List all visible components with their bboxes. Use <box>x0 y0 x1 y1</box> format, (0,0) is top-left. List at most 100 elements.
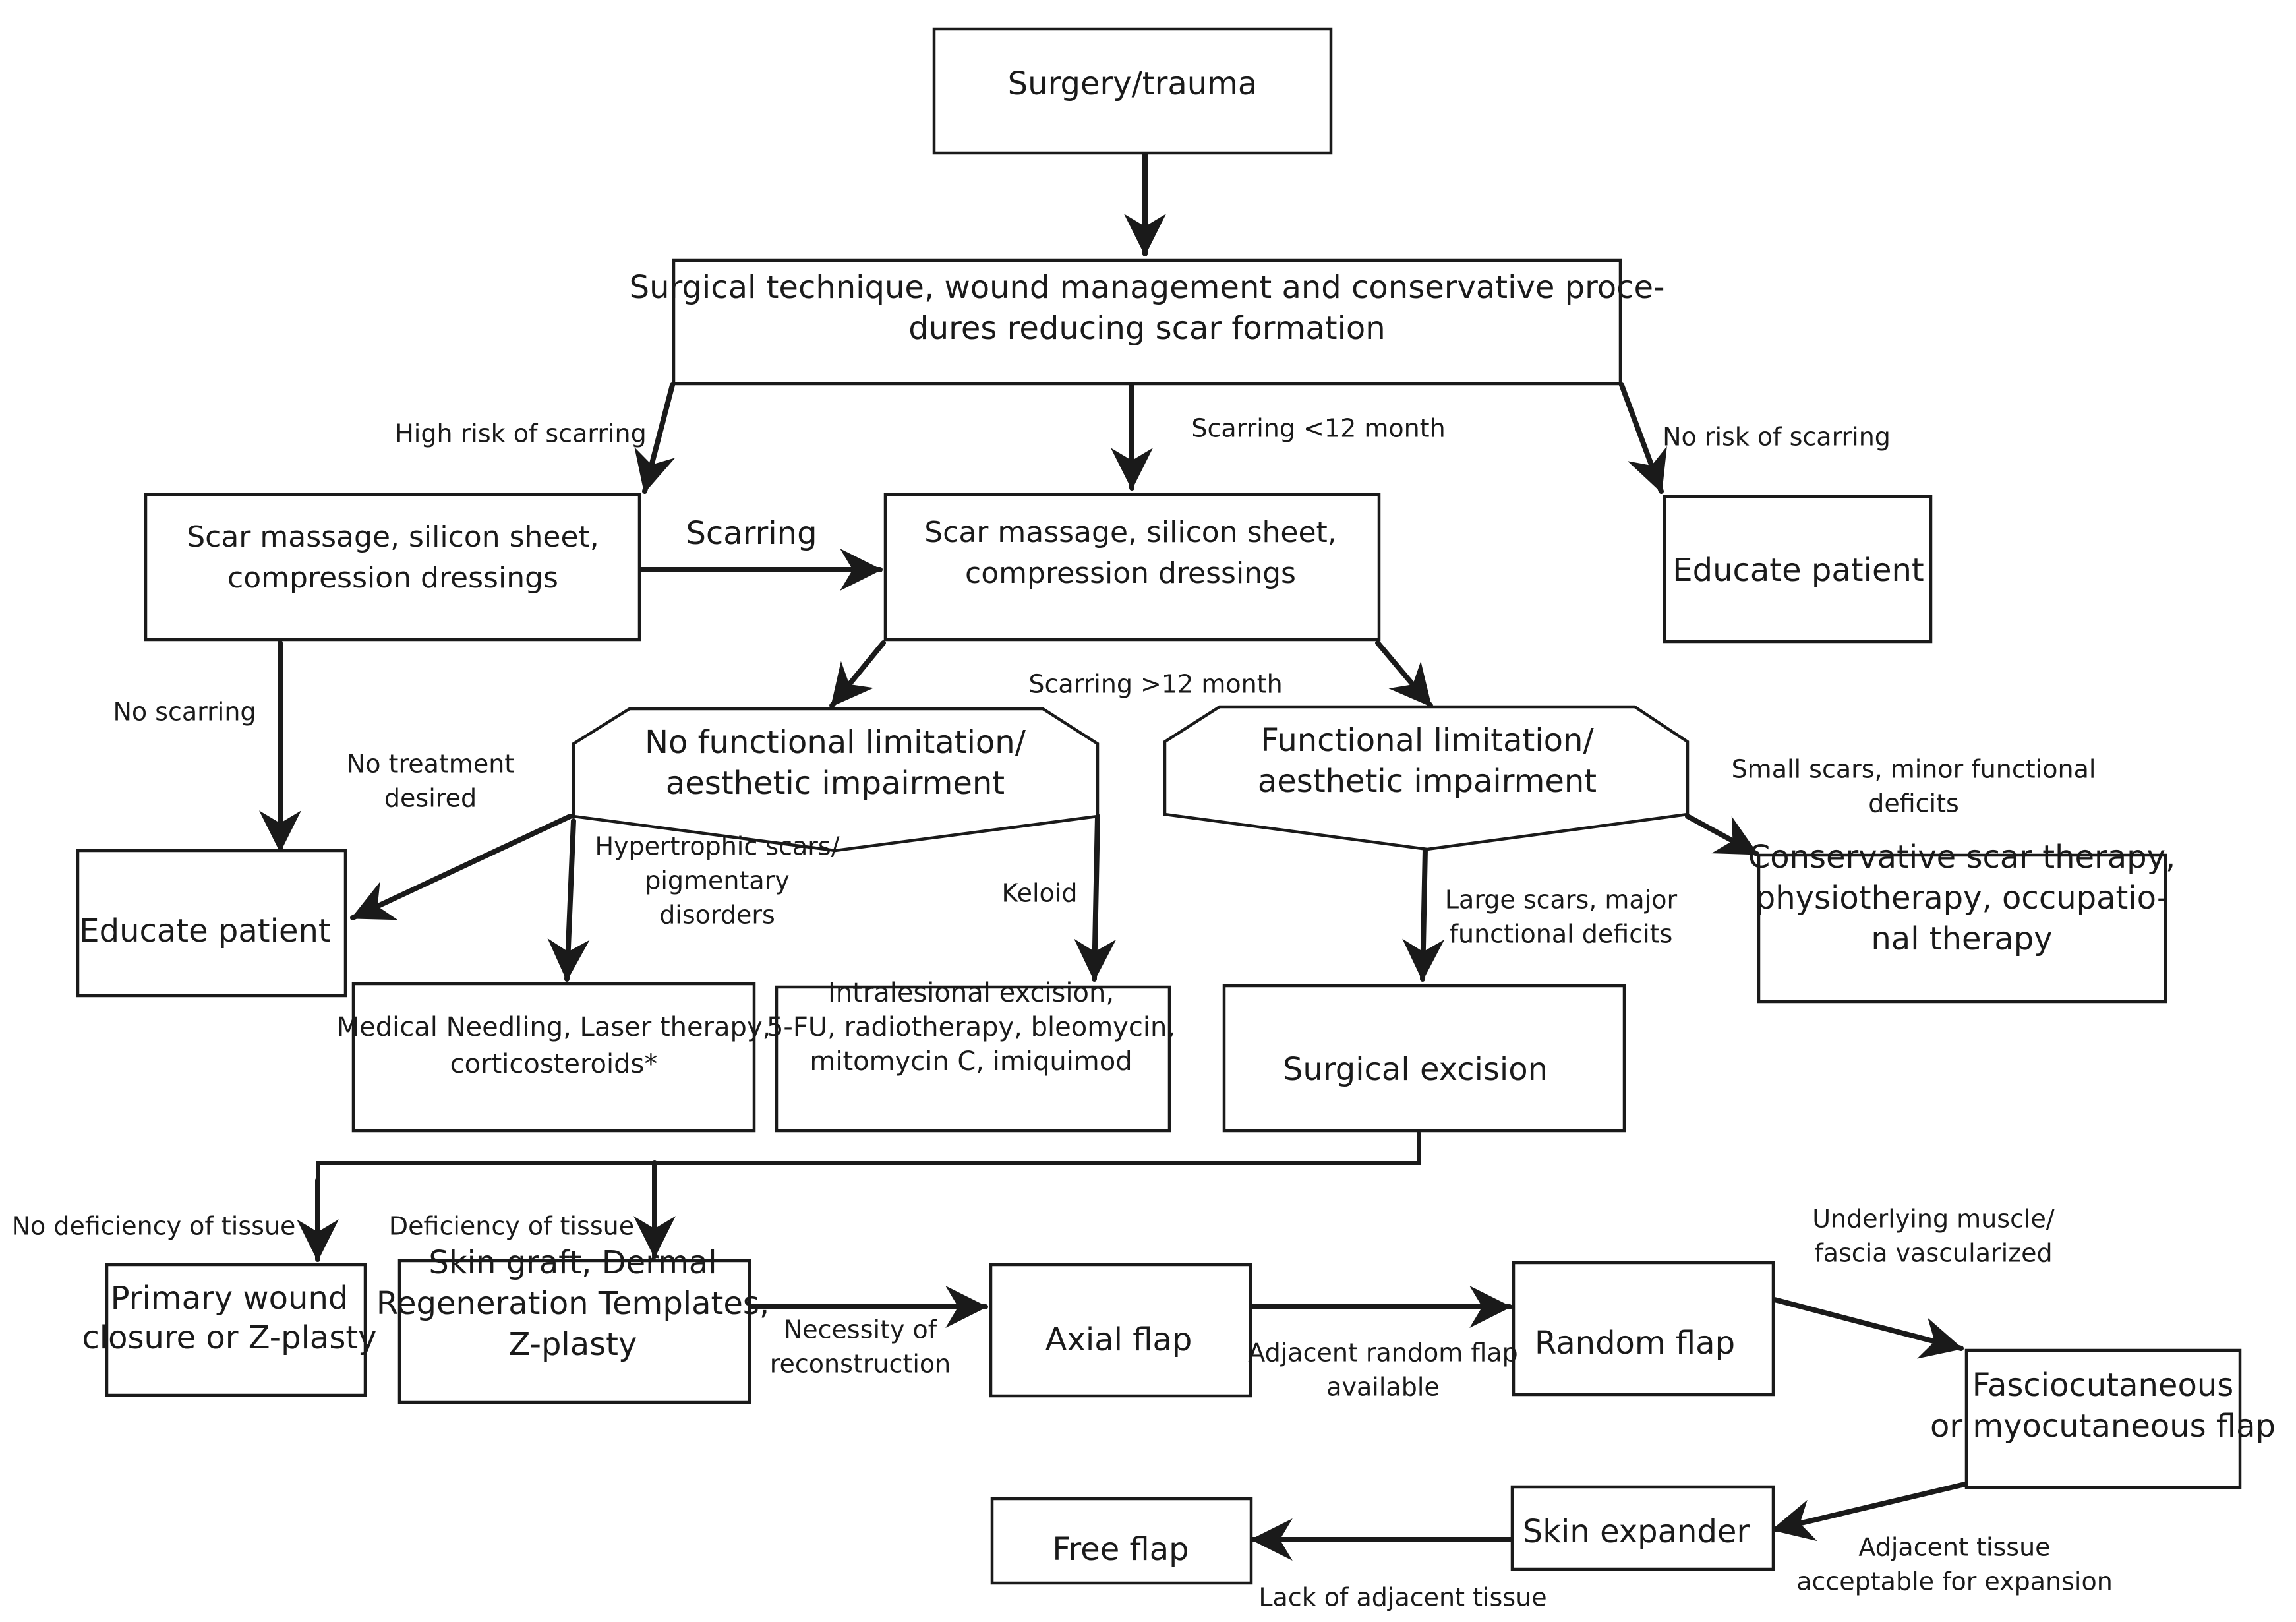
edges <box>259 152 1970 1561</box>
label-scarring-gt12: Scarring >12 month <box>1028 670 1282 699</box>
label-adjacent-tissue: Adjacent tissue acceptable for expansion <box>1796 1533 2113 1596</box>
label-necessity: Necessity of reconstruction <box>770 1315 951 1379</box>
text-line: Fasciocutaneous <box>1972 1367 2234 1404</box>
text-line: compression dressings <box>965 556 1296 590</box>
node-skin-expander-box <box>1510 1485 1775 1571</box>
node-conservative-scar-therapy: Conservative scar therapy, physiotherapy,… <box>1748 839 2176 957</box>
text-line: No deficiency of tissue <box>12 1212 296 1241</box>
edge-center-massage-to-functional <box>1375 640 1433 708</box>
text-line: Primary wound <box>111 1280 349 1317</box>
label-lack-adjacent: Lack of adjacent tissue <box>1258 1583 1546 1612</box>
text-line: Regeneration Templates, <box>376 1285 769 1322</box>
text-line: Scar massage, silicon sheet, <box>187 520 599 554</box>
edge-technique-to-educate-right <box>1619 382 1667 494</box>
text-line: 5-FU, radiotherapy, bleomycin, <box>767 1012 1175 1042</box>
node-conservative-scar-therapy-box <box>1757 853 2167 1004</box>
text-line: Deficiency of tissue <box>389 1212 634 1241</box>
node-primary-wound-closure-box <box>105 1263 367 1397</box>
node-scar-massage-left: Scar massage, silicon sheet,compression … <box>187 520 599 595</box>
node-surgery-trauma-box <box>932 27 1333 155</box>
label-keloid: Keloid <box>1002 879 1078 908</box>
edge-random-flap-to-fasciocutaneous <box>1769 1296 1964 1359</box>
edge-no-functional-to-educate-left <box>350 814 573 920</box>
node-surgical-technique-box <box>672 258 1622 386</box>
text-line: aesthetic impairment <box>1258 763 1597 800</box>
node-functional-limitation-shape <box>1163 705 1690 851</box>
label-underlying-muscle: Underlying muscle/fascia vascularized <box>1812 1205 2055 1268</box>
label-no-risk: No risk of scarring <box>1663 423 1891 452</box>
edge-surgical-excision-split <box>316 1131 1421 1189</box>
node-no-functional-limitation: No functional limitation/aesthetic impai… <box>645 724 1026 802</box>
text-line: Educate patient <box>1672 552 1924 589</box>
text-line: functional deficits <box>1450 920 1673 949</box>
text-line: Scarring <box>686 515 817 552</box>
node-surgical-technique: Surgical technique, wound management and… <box>630 269 1665 347</box>
text-line: available <box>1326 1373 1440 1402</box>
text-line: physiotherapy, occupatio- <box>1755 880 2169 916</box>
edge-fasciocutaneous-to-skin-expander <box>1771 1481 1970 1542</box>
text-line: nal therapy <box>1871 920 2052 957</box>
text-line: aesthetic impairment <box>666 765 1005 802</box>
text-line: Intralesional excision, <box>828 978 1114 1008</box>
text-line: Conservative scar therapy, <box>1748 839 2176 876</box>
text-line: Surgical technique, wound management and… <box>630 269 1665 306</box>
text-line: Medical Needling, Laser therapy, <box>337 1012 771 1042</box>
node-medical-needling-box <box>351 982 756 1133</box>
node-random-flap: Random flap <box>1535 1325 1735 1362</box>
text-line: Small scars, minor functional <box>1732 755 2096 784</box>
text-line: mitomycin C, imiquimod <box>809 1046 1132 1077</box>
node-fasciocutaneous-flap-box <box>1964 1348 2242 1489</box>
label-high-risk: High risk of scarring <box>395 419 647 448</box>
edge-labels: High risk of scarring Scarring <12 month… <box>12 414 2113 1612</box>
text-line: fascia vascularized <box>1814 1239 2052 1268</box>
node-scar-massage-center-box <box>883 493 1381 642</box>
node-intralesional-excision-box <box>775 985 1171 1133</box>
node-skin-expander: Skin expander <box>1523 1513 1750 1550</box>
text-line: Skin graft, Dermal <box>428 1244 717 1281</box>
node-functional-limitation: Functional limitation/aesthetic impairme… <box>1258 722 1597 800</box>
node-axial-flap-box <box>989 1263 1252 1398</box>
text-line: Lack of adjacent tissue <box>1258 1583 1546 1612</box>
edge-technique-to-left-massage <box>634 382 676 494</box>
nodes: Surgery/trauma Surgical technique, wound… <box>76 27 2276 1585</box>
text-line: deficits <box>1868 789 1959 818</box>
text-line: Large scars, major <box>1445 886 1678 915</box>
text-line: disorders <box>659 901 775 930</box>
label-no-deficiency: No deficiency of tissue <box>12 1212 296 1241</box>
text-line: Axial flap <box>1045 1321 1192 1358</box>
node-surgical-excision: Surgical excision <box>1283 1051 1548 1088</box>
text-line: Hypertrophic scars/ <box>595 832 839 861</box>
label-deficiency: Deficiency of tissue <box>389 1212 634 1241</box>
edge-center-massage-to-no-functional <box>829 640 886 708</box>
node-scar-massage-center: Scar massage, silicon sheet,compression … <box>924 516 1337 590</box>
node-free-flap-box <box>990 1497 1253 1585</box>
text-line: Random flap <box>1535 1325 1735 1362</box>
label-small-scars: Small scars, minor functional deficits <box>1732 755 2096 818</box>
text-line: acceptable for expansion <box>1796 1567 2113 1596</box>
text-line: desired <box>384 784 477 813</box>
text-line: No scarring <box>113 698 256 727</box>
text-line: Educate patient <box>79 913 330 949</box>
label-adjacent-random: Adjacent random flap available <box>1248 1338 1517 1402</box>
text-line: Adjacent tissue <box>1858 1533 2050 1562</box>
text-line: closure or Z-plasty <box>82 1319 376 1356</box>
text-line: Scarring <12 month <box>1191 414 1445 443</box>
node-surgical-excision-box <box>1222 984 1626 1133</box>
text-line: No risk of scarring <box>1663 423 1891 452</box>
label-scarring: Scarring <box>686 515 817 552</box>
text-line: Adjacent random flap <box>1248 1338 1517 1367</box>
node-random-flap-box <box>1512 1261 1775 1397</box>
node-free-flap: Free flap <box>1052 1531 1189 1568</box>
text-line: Necessity of <box>784 1315 938 1344</box>
text-line: Functional limitation/ <box>1260 722 1594 759</box>
node-medical-needling: Medical Needling, Laser therapy,corticos… <box>337 1012 771 1079</box>
text-line: No functional limitation/ <box>645 724 1026 761</box>
text-line: Scarring >12 month <box>1028 670 1282 699</box>
text-line: reconstruction <box>770 1350 951 1379</box>
label-large-scars: Large scars, major functional deficits <box>1445 886 1678 949</box>
edge-functional-to-conservative <box>1685 814 1759 856</box>
node-educate-patient-left-box <box>76 849 347 998</box>
